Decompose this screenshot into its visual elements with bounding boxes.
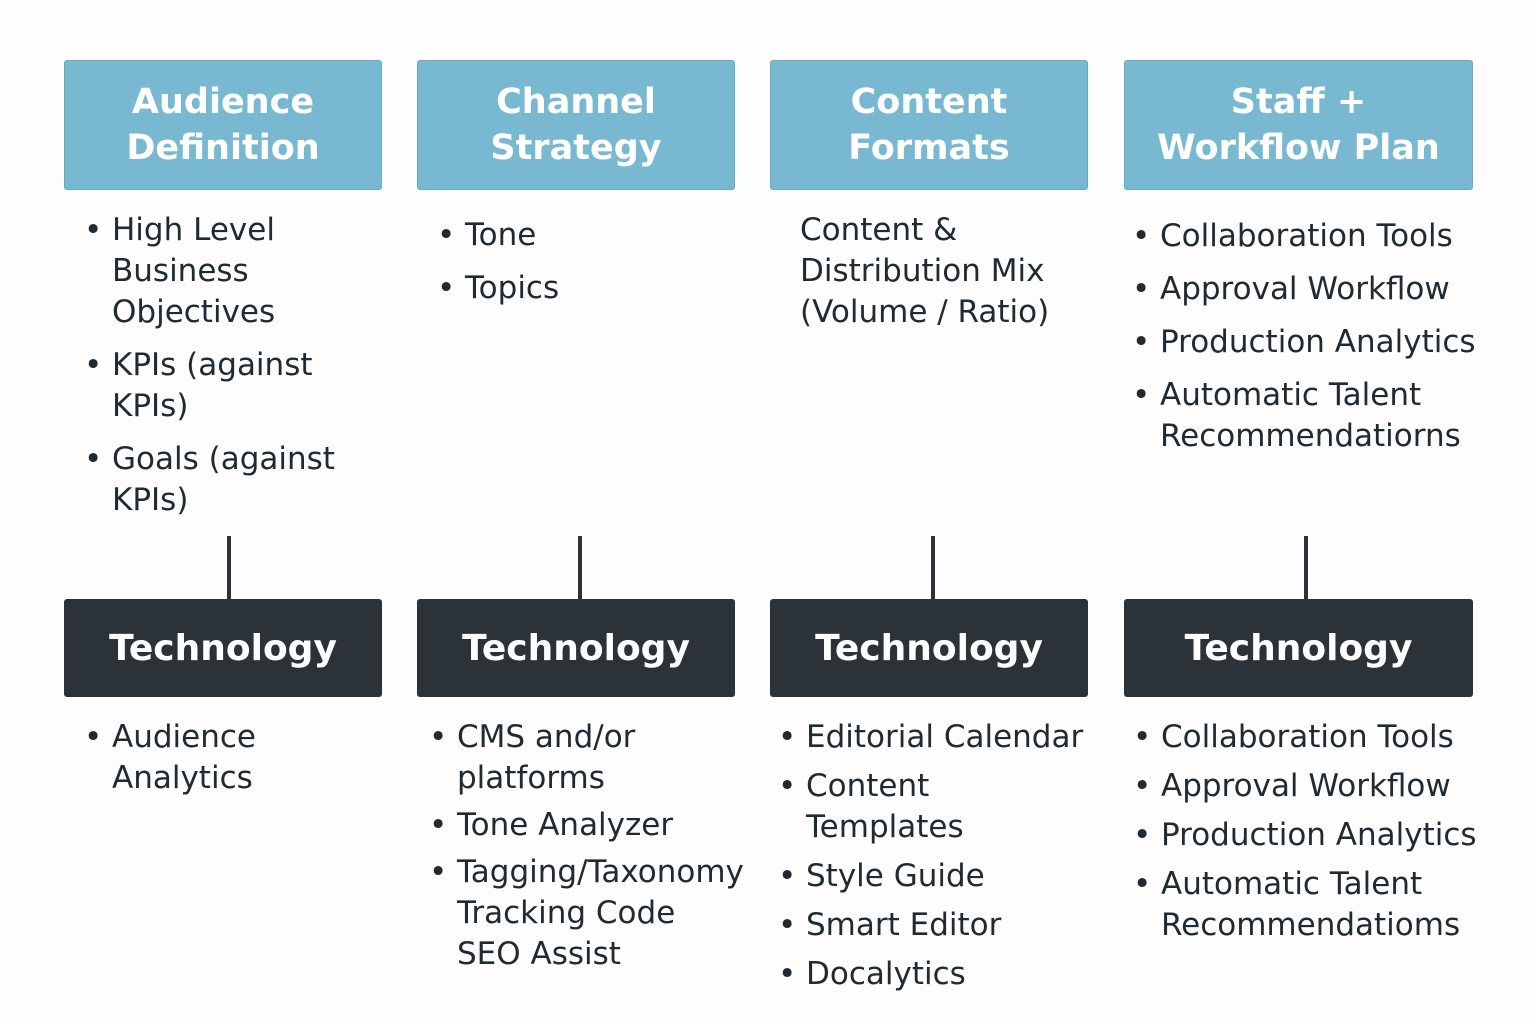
column-audience-definition: Audience Definition High Level Business … <box>64 60 382 796</box>
audience-definition-list: High Level Business Objectives KPIs (aga… <box>64 210 382 533</box>
staff-workflow-list: Collaboration Tools Approval Workflow Pr… <box>1112 216 1503 469</box>
technology-box: Technology <box>417 599 735 697</box>
technology-list: CMS and/or platforms Tone Analyzer Taggi… <box>409 717 744 981</box>
channel-item: Tone <box>417 215 735 256</box>
technology-item: Automatic Talent Recommendatioms <box>1113 864 1503 946</box>
connector-line <box>1304 536 1308 600</box>
technology-box: Technology <box>770 599 1088 697</box>
technology-list: Collaboration Tools Approval Workflow Pr… <box>1113 717 1503 954</box>
technology-item: Collaboration Tools <box>1113 717 1503 758</box>
technology-box: Technology <box>64 599 382 697</box>
channel-strategy-box: Channel Strategy <box>417 60 735 190</box>
connector-line <box>931 536 935 600</box>
staff-item: Automatic Talent Recommendatiorns <box>1112 375 1503 457</box>
staff-item: Approval Workflow <box>1112 269 1503 310</box>
channel-item: Topics <box>417 268 735 309</box>
audience-item: High Level Business Objectives <box>64 210 382 333</box>
content-distribution-text: Content & Distribution Mix (Volume / Rat… <box>800 212 1050 330</box>
column-channel-strategy: Channel Strategy Tone Topics Technology … <box>417 60 744 972</box>
technology-box: Technology <box>1124 599 1473 697</box>
technology-item: Content Templates <box>758 766 1088 848</box>
audience-item: Goals (against KPIs) <box>64 439 382 521</box>
connector-line <box>578 536 582 600</box>
staff-item: Production Analytics <box>1112 322 1503 363</box>
technology-item: Approval Workflow <box>1113 766 1503 807</box>
staff-workflow-box: Staff + Workflow Plan <box>1124 60 1473 190</box>
technology-item: CMS and/or platforms <box>409 717 735 799</box>
channel-strategy-list: Tone Topics <box>417 215 735 321</box>
content-formats-box: Content Formats <box>770 60 1088 190</box>
audience-item: KPIs (against KPIs) <box>64 345 382 427</box>
connector-line <box>227 536 231 600</box>
column-staff-workflow-plan: Staff + Workflow Plan Collaboration Tool… <box>1124 60 1477 943</box>
technology-list: Audience Analytics <box>64 717 382 807</box>
technology-item: Editorial Calendar <box>758 717 1088 758</box>
technology-item: Docalytics <box>758 954 1088 995</box>
technology-item: Tagging/Taxonomy Tracking Code SEO Assis… <box>409 852 744 975</box>
technology-item: Smart Editor <box>758 905 1088 946</box>
audience-definition-box: Audience Definition <box>64 60 382 190</box>
staff-item: Collaboration Tools <box>1112 216 1503 257</box>
technology-item: Audience Analytics <box>64 717 382 799</box>
technology-item: Tone Analyzer <box>409 805 735 846</box>
technology-list: Editorial Calendar Content Templates Sty… <box>758 717 1088 1003</box>
column-content-formats: Content Formats Content & Distribution M… <box>770 60 1088 995</box>
technology-item: Style Guide <box>758 856 1088 897</box>
technology-item: Production Analytics <box>1113 815 1503 856</box>
